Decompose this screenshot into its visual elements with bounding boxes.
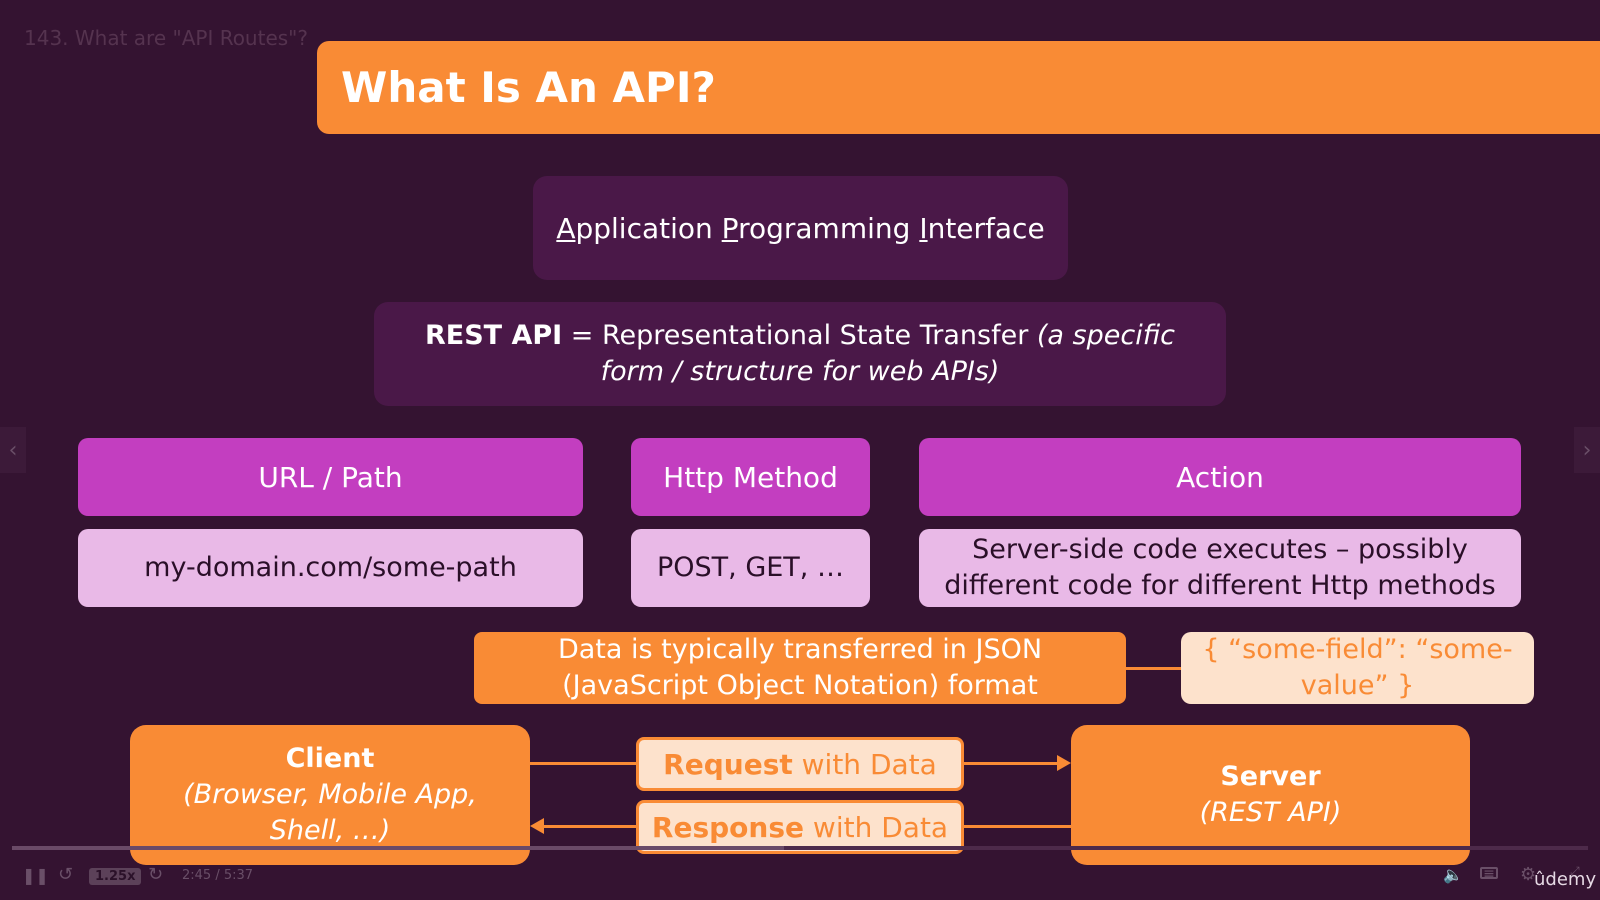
rest-definition-line1: REST API = Representational State Transf… <box>424 320 1176 351</box>
lecture-title: 143. What are "API Routes"? <box>24 26 308 50</box>
request-arrow-line-left <box>530 762 636 765</box>
slide-title: What Is An API? <box>341 63 716 112</box>
progress-fill <box>12 846 785 850</box>
client-node: Client (Browser, Mobile App, Shell, …) <box>130 725 530 865</box>
request-arrow-head-icon <box>1057 755 1071 771</box>
volume-icon[interactable]: 🔈 <box>1443 865 1463 884</box>
url-path-value: my-domain.com/some-path <box>78 529 583 607</box>
server-subtitle: (REST API) <box>1199 797 1342 828</box>
http-method-value: POST, GET, … <box>631 529 870 607</box>
request-label: Request with Data <box>636 737 964 791</box>
rewind-icon[interactable]: ↺ <box>58 864 74 885</box>
json-connector-line <box>1126 667 1181 670</box>
api-expansion-box: Application Programming Interface <box>533 176 1068 280</box>
json-example-box: { “some-field”: “some- value” } <box>1181 632 1534 704</box>
expand-icon[interactable]: ⤢ <box>1570 864 1580 878</box>
action-header: Action <box>919 438 1521 516</box>
slide-title-bar: What Is An API? <box>317 41 1600 134</box>
http-method-header: Http Method <box>631 438 870 516</box>
next-arrow-icon[interactable]: › <box>1574 427 1600 473</box>
response-arrow-head-icon <box>530 818 544 834</box>
client-line1: (Browser, Mobile App, <box>183 779 477 810</box>
server-node: Server (REST API) <box>1071 725 1470 865</box>
response-label: Response with Data <box>636 800 964 854</box>
prev-arrow-icon[interactable]: ‹ <box>0 427 26 473</box>
progress-track[interactable] <box>12 846 1588 850</box>
server-title: Server <box>1220 761 1321 792</box>
time-display: 2:45 / 5:37 <box>182 868 254 883</box>
url-path-header: URL / Path <box>78 438 583 516</box>
forward-icon[interactable]: ↻ <box>148 864 164 885</box>
response-arrow-line-right <box>964 825 1071 828</box>
captions-icon[interactable]: ≡ <box>1480 867 1498 881</box>
json-format-box: Data is typically transferred in JSON (J… <box>474 632 1126 704</box>
request-arrow-line-right <box>964 762 1058 765</box>
action-value: Server-side code executes – possibly dif… <box>919 529 1521 607</box>
api-expansion-text: Application Programming Interface <box>556 211 1045 245</box>
speed-button[interactable]: 1.25x <box>89 868 142 885</box>
response-arrow-line-left <box>544 825 636 828</box>
client-line2: Shell, …) <box>269 815 391 846</box>
pause-icon[interactable]: ❚❚ <box>22 866 49 885</box>
rest-definition-line2: form / structure for web APIs) <box>600 356 1000 387</box>
settings-icon[interactable]: ⚙ <box>1520 864 1537 885</box>
rest-definition-box: REST API = Representational State Transf… <box>374 302 1226 406</box>
udemy-logo: ûdemy <box>1534 869 1597 890</box>
client-title: Client <box>285 743 375 774</box>
